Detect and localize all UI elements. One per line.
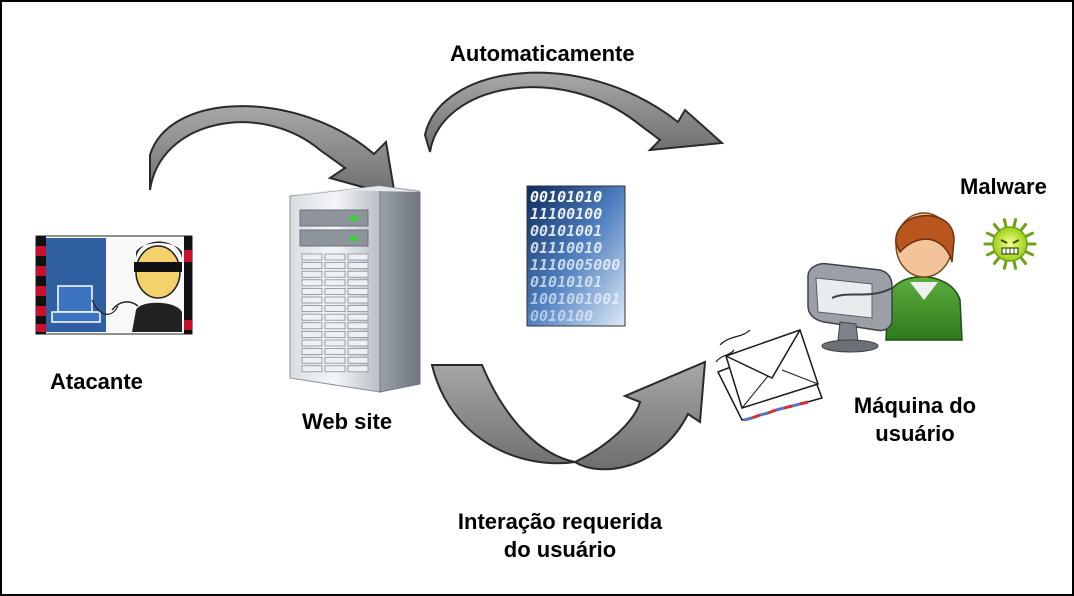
server-drive-bay — [324, 253, 346, 261]
server-drive-bay — [347, 365, 369, 373]
server-drive-bay — [301, 330, 323, 338]
server-drive-bay — [301, 287, 323, 295]
arrow-automatic — [423, 71, 725, 153]
binary-line: 0010100 — [530, 307, 593, 325]
server-drive-bay — [324, 305, 346, 313]
server-drive-bay — [301, 313, 323, 321]
server-drive-bay — [324, 322, 346, 330]
label-user-machine-line2: usuário — [875, 421, 955, 446]
server-drive-bay — [324, 339, 346, 347]
binary-line: 1001001001 — [530, 290, 620, 308]
arrow-user-interaction — [430, 360, 707, 471]
server-drive-bay — [347, 348, 369, 356]
server-drive-bay — [347, 330, 369, 338]
binary-line: 01010101 — [530, 273, 602, 291]
server-drive-bay — [347, 305, 369, 313]
label-automatic: Automaticamente — [450, 41, 635, 66]
server-drive-bay — [347, 322, 369, 330]
binary-line: 1110005000 — [530, 256, 620, 274]
server-drive-bay — [347, 262, 369, 270]
server-drive-bay — [324, 330, 346, 338]
server-drive-bay — [301, 279, 323, 287]
label-user-interaction: Interação requerida do usuário — [410, 508, 710, 564]
binary-line: 01110010 — [530, 239, 602, 257]
server-drive-bay — [301, 339, 323, 347]
server-drive-bay — [347, 296, 369, 304]
server-drive-bay — [301, 270, 323, 278]
server-drive-bay — [324, 313, 346, 321]
label-interaction-line2: do usuário — [503, 537, 617, 562]
server-drive-bay — [324, 279, 346, 287]
server-drive-bay — [347, 287, 369, 295]
server-drive-bay — [347, 253, 369, 261]
hacker-at-computer-icon — [35, 235, 193, 335]
server-drive-bay — [347, 313, 369, 321]
label-interaction-line1: Interação requerida — [457, 509, 663, 534]
label-malware: Malware — [960, 174, 1047, 199]
server-drive-bay — [301, 365, 323, 373]
server-drive-bay — [324, 262, 346, 270]
binary-line: 11100100 — [530, 205, 602, 223]
server-tower-icon — [289, 185, 421, 393]
server-drive-bay — [347, 356, 369, 364]
label-user-machine: Máquina do usuário — [820, 392, 1010, 448]
arrow-attacker-to-website — [149, 105, 397, 198]
binary-code-icon: 0010101011100100001010010111001011100050… — [526, 185, 626, 327]
server-drive-bay — [301, 322, 323, 330]
server-drive-bay — [347, 339, 369, 347]
binary-line: 00101001 — [530, 222, 602, 240]
server-drive-bay — [301, 356, 323, 364]
server-drive-bay — [324, 348, 346, 356]
server-drive-bay — [301, 262, 323, 270]
server-drive-bay — [301, 348, 323, 356]
user-at-computer-icon — [807, 212, 963, 353]
label-user-machine-line1: Máquina do — [853, 393, 977, 418]
envelope-icon — [715, 329, 823, 422]
server-drive-bay — [324, 296, 346, 304]
server-drive-bay — [301, 296, 323, 304]
binary-line: 00101010 — [530, 188, 602, 206]
server-drive-bay — [301, 253, 323, 261]
server-drive-bay — [324, 365, 346, 373]
server-drive-bay — [347, 279, 369, 287]
virus-icon — [983, 218, 1037, 270]
server-drive-bay — [301, 305, 323, 313]
server-drive-bay — [324, 270, 346, 278]
server-drive-bay — [324, 287, 346, 295]
server-drive-bay — [324, 356, 346, 364]
label-attacker: Atacante — [50, 369, 143, 394]
server-drive-bay — [347, 270, 369, 278]
label-website: Web site — [302, 409, 393, 434]
